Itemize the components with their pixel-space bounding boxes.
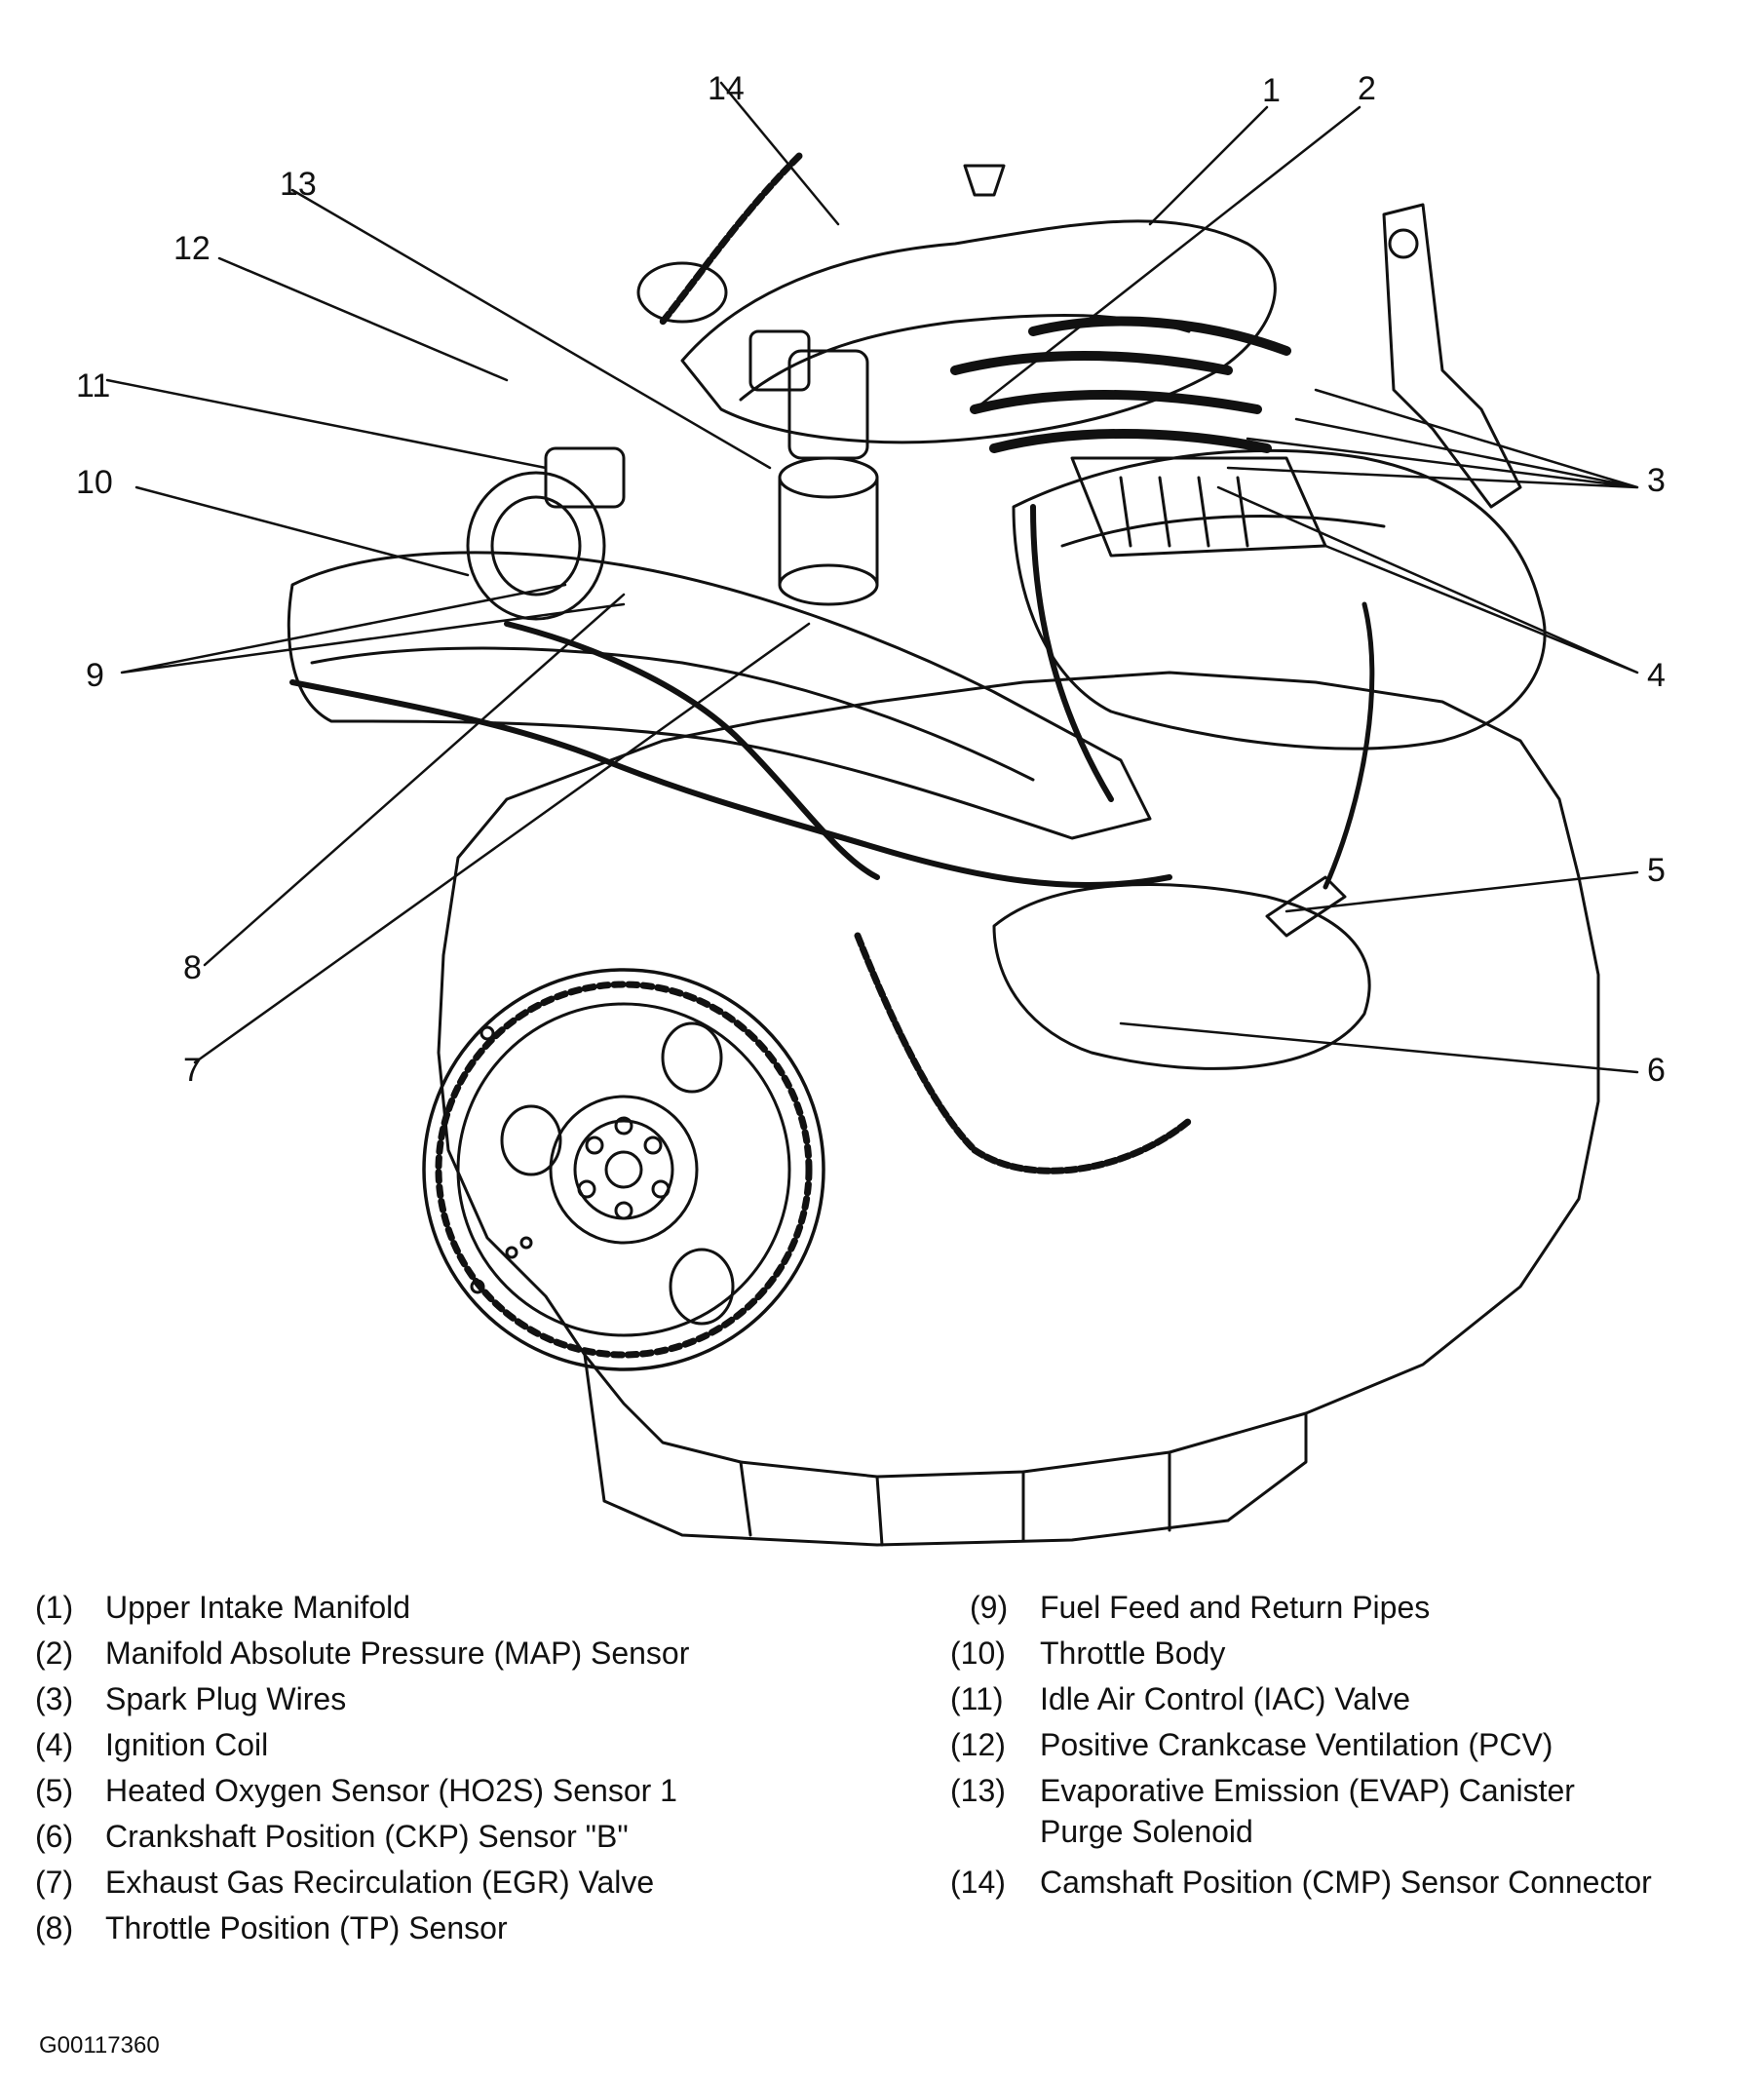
upper-intake-manifold — [680, 219, 1277, 444]
flywheel — [422, 968, 825, 1371]
callout-12: 12 — [173, 230, 211, 267]
egr-valve — [778, 349, 879, 606]
engine-illustration — [105, 81, 1639, 1547]
spark-plug-wires — [950, 316, 1291, 453]
callout-8: 8 — [183, 949, 202, 986]
callout-6: 6 — [1647, 1052, 1666, 1089]
exhaust-manifold — [992, 883, 1371, 1070]
callout-11: 11 — [76, 367, 111, 404]
coolant-hose — [289, 679, 1172, 889]
valve-cover-front — [287, 551, 1152, 840]
engine-block — [437, 671, 1600, 1479]
ignition-coil — [1070, 456, 1327, 558]
leader-lines — [105, 81, 1639, 1074]
figure-id: G00117360 — [39, 2032, 160, 2059]
oil-pan — [583, 1353, 1308, 1547]
evap-solenoid — [748, 329, 811, 392]
callout-14: 14 — [708, 70, 745, 107]
callout-9: 9 — [86, 657, 104, 694]
callout-5: 5 — [1647, 852, 1666, 889]
legend: (1)Upper Intake Manifold (2)Manifold Abs… — [35, 1590, 1652, 1945]
wiring-harness — [854, 932, 1193, 1174]
callout-13: 13 — [280, 166, 317, 203]
bracket-right — [1382, 203, 1522, 509]
throttle-body — [466, 471, 606, 621]
callout-7: 7 — [183, 1052, 202, 1089]
callout-4: 4 — [1647, 657, 1666, 694]
oil-filler-cap — [636, 261, 728, 324]
callout-1: 1 — [1262, 72, 1281, 109]
ho2s-sensor — [1265, 875, 1347, 938]
engine-diagram: 14 1 2 13 12 11 10 3 9 4 5 8 6 7 — [76, 70, 1666, 1547]
callout-2: 2 — [1358, 70, 1376, 107]
callout-3: 3 — [1647, 462, 1666, 499]
valve-cover-rear — [1012, 448, 1547, 751]
iac-valve — [544, 446, 626, 509]
callout-10: 10 — [76, 464, 113, 501]
